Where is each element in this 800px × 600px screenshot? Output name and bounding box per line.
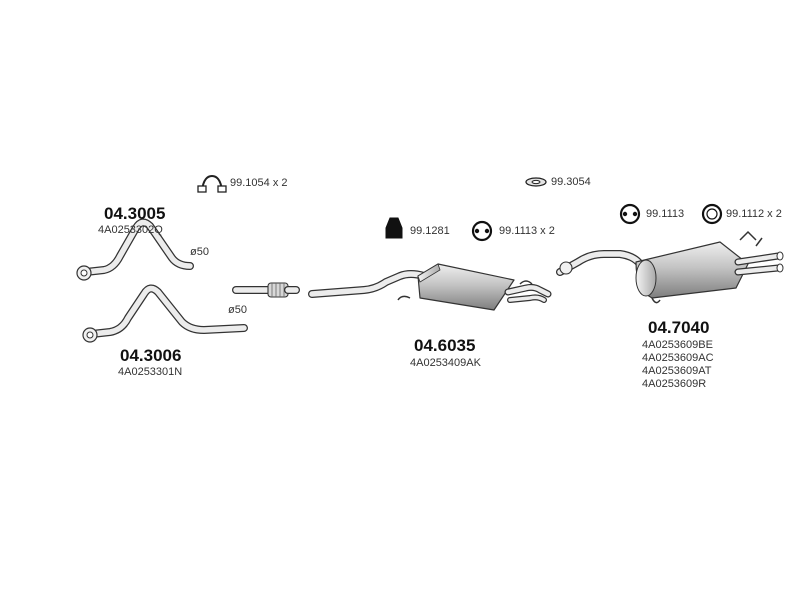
pipe-flange (76, 265, 92, 281)
oe-number-front-pipe-b: 4A0253301N (118, 366, 183, 378)
front-pipe-b (82, 284, 248, 343)
pipe-clamp-icon (197, 174, 227, 193)
accessory-label-mount-rear: 99.1113 (646, 208, 685, 220)
oe-number-rear-silencer: 4A0253609AT (642, 365, 712, 377)
diameter-front-pipe-a: ø50 (190, 246, 209, 258)
accessory-label-clamp: 99.1054 x 2 (230, 177, 288, 189)
oe-number-front-pipe-a: 4A0253302Q (98, 224, 163, 236)
oe-number-rear-silencer: 4A0253609BE (642, 339, 713, 351)
rubber-mount-icon (619, 203, 641, 225)
pipe-flange (82, 327, 98, 343)
rubber-buffer-icon (385, 217, 403, 239)
part-number-center-silencer: 04.6035 (414, 336, 476, 355)
accessory-label-mount-center: 99.1113 x 2 (499, 225, 555, 237)
oe-number-center-silencer: 4A0253409AK (410, 357, 481, 369)
flat-gasket-icon (525, 177, 547, 187)
center-silencer (232, 263, 552, 311)
rear-silencer (556, 230, 784, 304)
part-number-front-pipe-b: 04.3006 (120, 346, 182, 365)
part-number-rear-silencer: 04.7040 (648, 318, 710, 337)
front-pipe-a (76, 218, 194, 281)
accessory-label-gasket: 99.3054 (551, 176, 591, 188)
rubber-mount-icon (471, 220, 493, 242)
part-number-front-pipe-a: 04.3005 (104, 204, 166, 223)
rubber-ring-icon (701, 203, 723, 225)
accessory-label-bump-stop: 99.1281 (410, 225, 450, 237)
oe-number-rear-silencer: 4A0253609R (642, 378, 707, 390)
pipe-flange (559, 261, 573, 275)
diameter-front-pipe-b: ø50 (228, 304, 247, 316)
accessory-label-ring: 99.1112 x 2 (726, 208, 782, 220)
oe-number-rear-silencer: 4A0253609AC (642, 352, 714, 364)
tailpipe (734, 251, 784, 276)
